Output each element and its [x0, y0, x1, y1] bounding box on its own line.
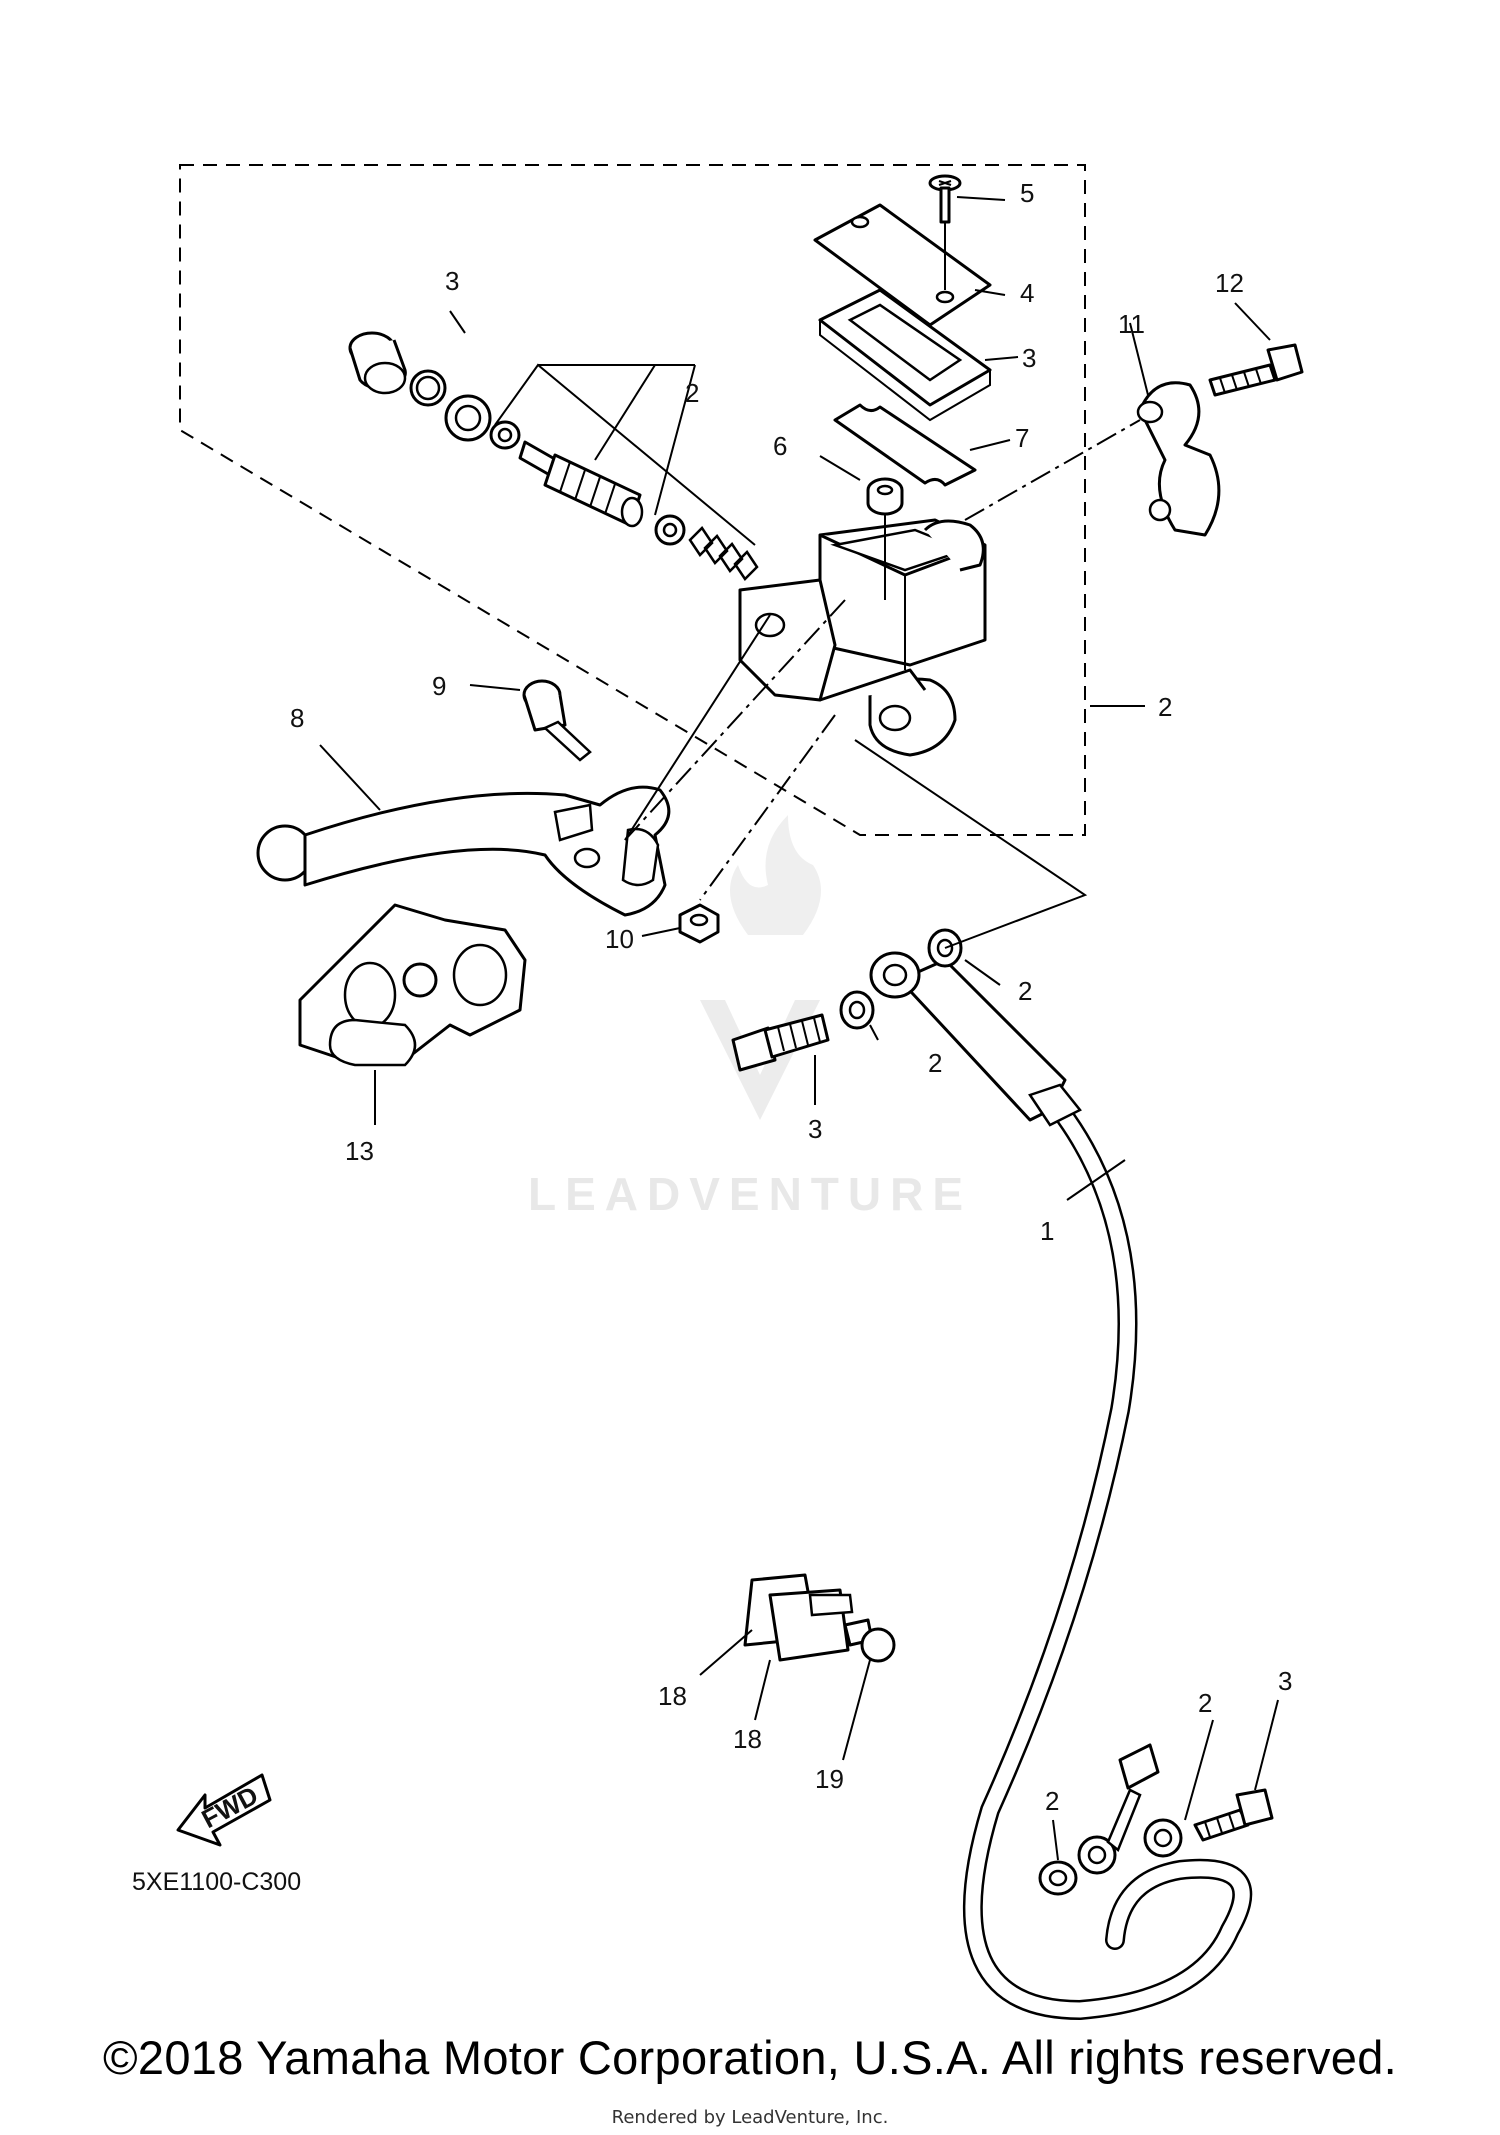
- diaphragm: [833, 403, 977, 487]
- master-cylinder-body: [738, 518, 987, 757]
- piston-seal-washer: [444, 394, 492, 442]
- callout-18-b: 18: [733, 1724, 762, 1754]
- cap-screw: [928, 174, 962, 290]
- callout-2-top-1: 2: [1018, 976, 1032, 1006]
- callout-2-bottom-1: 2: [1198, 1688, 1212, 1718]
- callout-8: 4: [1020, 278, 1034, 308]
- hose-washer-bottom-1: [1038, 1860, 1078, 1896]
- hose-clamp: [743, 1573, 854, 1662]
- callout-15: 11: [1118, 309, 1145, 339]
- master-cylinder-assembly-boundary: [179, 164, 1086, 836]
- master-cylinder-holder: [1136, 381, 1221, 537]
- callout-18-a: 18: [658, 1681, 687, 1711]
- leader-lines: [319, 196, 1279, 1861]
- callout-9: 5: [1020, 178, 1034, 208]
- cylinder-washer: [866, 477, 904, 600]
- pivot-nut: [678, 903, 720, 944]
- piston-kit: [489, 363, 759, 581]
- callout-19: 19: [815, 1764, 844, 1794]
- callout-17: 13: [345, 1136, 374, 1166]
- callout-16: 12: [1215, 268, 1244, 298]
- lever-holder: [298, 903, 527, 1067]
- fwd-label: FWD: [197, 1780, 263, 1834]
- callout-2-bottom-2: 2: [1045, 1786, 1059, 1816]
- callout-4: 2: [1158, 692, 1172, 722]
- leadventure-watermark: LEADVENTURE: [528, 815, 972, 1220]
- copyright-text: ©2018 Yamaha Motor Corporation, U.S.A. A…: [102, 2031, 1398, 2084]
- union-bolt-top: [731, 1013, 830, 1072]
- callout-3-top: 3: [808, 1114, 822, 1144]
- piston-boot: [348, 331, 407, 395]
- callout-1: 1: [1040, 1216, 1054, 1246]
- brake-lever: [256, 785, 671, 917]
- callout-6: 3: [445, 266, 459, 296]
- callout-14: 10: [605, 924, 634, 954]
- callout-12: 8: [290, 703, 304, 733]
- watermark-text: LEADVENTURE: [528, 1168, 972, 1220]
- rendered-by-text: Rendered by LeadVenture, Inc.: [611, 2107, 889, 2128]
- callout-labels: 5 4 3 7 6 3 2 11 12 2 9 8 10 13 3 2 2 1 …: [132, 178, 1292, 1896]
- union-bolt-bottom: [1193, 1788, 1274, 1842]
- diagram-code: 5XE1100-C300: [132, 1868, 301, 1896]
- hose-washer-top-2: [839, 990, 875, 1030]
- brake-hose: [869, 951, 1253, 2021]
- callout-10: 6: [773, 431, 787, 461]
- callout-13: 9: [432, 671, 446, 701]
- callout-11: 7: [1015, 423, 1029, 453]
- clamp-bolt: [843, 1618, 896, 1663]
- callout-2-top-2: 2: [928, 1048, 942, 1078]
- forward-arrow-icon: FWD: [176, 1773, 272, 1847]
- callout-5: 2: [685, 378, 699, 408]
- diaphragm-holder: [818, 288, 992, 422]
- circlip: [409, 369, 447, 407]
- reservoir-cap: [813, 203, 992, 327]
- holder-bolt: [1208, 343, 1304, 397]
- callout-7: 3: [1022, 343, 1036, 373]
- lever-pivot-bolt: [522, 679, 592, 762]
- callout-3-bottom: 3: [1278, 1666, 1292, 1696]
- hose-washer-bottom-2: [1143, 1818, 1183, 1858]
